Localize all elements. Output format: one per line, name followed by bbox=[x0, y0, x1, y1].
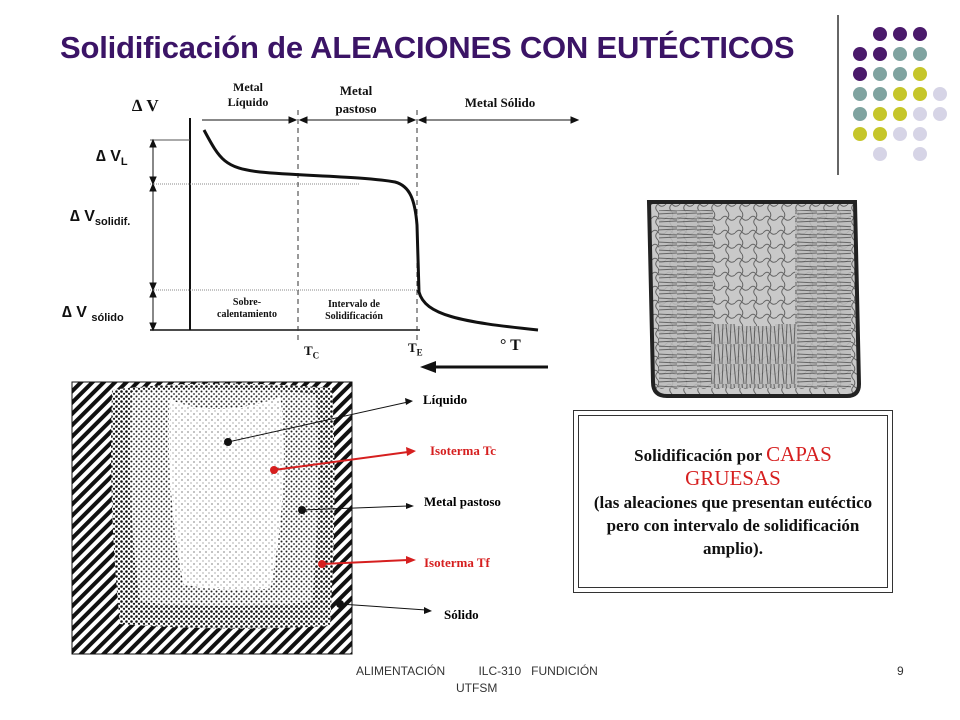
phase-pasty-label: Metal pastoso bbox=[335, 83, 377, 116]
y-axis-label: ∆ V bbox=[132, 96, 159, 115]
footer-text: ALIMENTACIÓN ILC-310 FUNDICIÓN bbox=[356, 664, 598, 678]
page-number: 9 bbox=[897, 664, 904, 678]
legend-liquid: Líquido bbox=[423, 392, 468, 407]
delta-vsolidif-label: ∆ Vsolidif. bbox=[70, 208, 131, 229]
info-caps: CAPAS GRUESAS bbox=[685, 442, 832, 490]
info-box: Solidificación por CAPAS GRUESAS (las al… bbox=[573, 410, 893, 593]
info-line-1: Solidificación por CAPAS GRUESAS bbox=[634, 442, 832, 490]
dots bbox=[853, 27, 947, 161]
info-line-2: (las aleaciones que presentan eutéctico … bbox=[593, 493, 873, 558]
te-label: TE bbox=[408, 340, 423, 358]
footer-institution: UTFSM bbox=[456, 681, 498, 695]
info-box-inner: Solidificación por CAPAS GRUESAS (las al… bbox=[578, 415, 888, 588]
legend-solid: Sólido bbox=[444, 607, 479, 622]
legend-pasty: Metal pastoso bbox=[424, 494, 501, 509]
volume-temperature-graph bbox=[149, 110, 580, 373]
tc-label: TC bbox=[304, 343, 320, 361]
temperature-axis-label: ° T bbox=[500, 337, 521, 354]
delta-vsolido-label: ∆ V sólido bbox=[62, 304, 124, 325]
legend-isotherm-tc: Isoterma Tc bbox=[430, 443, 497, 458]
delta-arrows bbox=[149, 138, 157, 332]
overheat-label: Sobre- calentamiento bbox=[217, 297, 277, 320]
temperature-arrow bbox=[420, 361, 548, 373]
delta-vl-label: ∆ VL bbox=[96, 148, 128, 169]
phase-solid-label: Metal Sólido bbox=[464, 95, 536, 110]
liquid-region bbox=[168, 397, 284, 590]
interval-label: Intervalo de Solidificación bbox=[325, 299, 383, 322]
mold-cross-section bbox=[71, 381, 432, 655]
legend-pointers bbox=[224, 398, 432, 614]
phase-liquid-label: Metal Líquido bbox=[227, 80, 269, 109]
legend-isotherm-tf: Isoterma Tf bbox=[424, 555, 490, 570]
micrograph-image bbox=[637, 184, 873, 406]
page-title: Solidificación de ALEACIONES CON EUTÉCTI… bbox=[60, 30, 795, 65]
cooling-curve bbox=[202, 129, 539, 332]
decorative-dot-grid bbox=[837, 15, 947, 175]
phase-arrows bbox=[202, 116, 580, 124]
